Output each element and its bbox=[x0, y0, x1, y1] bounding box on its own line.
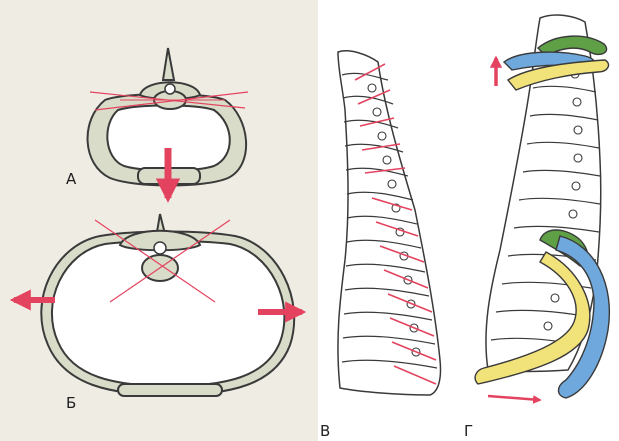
vertebra-a-canal bbox=[165, 84, 175, 94]
label-a: А bbox=[66, 172, 76, 187]
figure-g-spine-ribs bbox=[475, 15, 609, 400]
label-v: В bbox=[320, 424, 330, 439]
figure-b-lower-ring bbox=[14, 214, 302, 396]
label-g: Г bbox=[464, 424, 473, 439]
vertebra-a-spinous bbox=[163, 48, 174, 80]
figure-v-spine-lateral bbox=[338, 51, 441, 395]
arrow-right-g bbox=[488, 396, 540, 400]
vertebra-b-canal bbox=[154, 242, 166, 254]
label-b: Б bbox=[66, 396, 76, 411]
figure-a-upper-ring bbox=[88, 48, 248, 198]
sternum-b bbox=[118, 384, 222, 396]
